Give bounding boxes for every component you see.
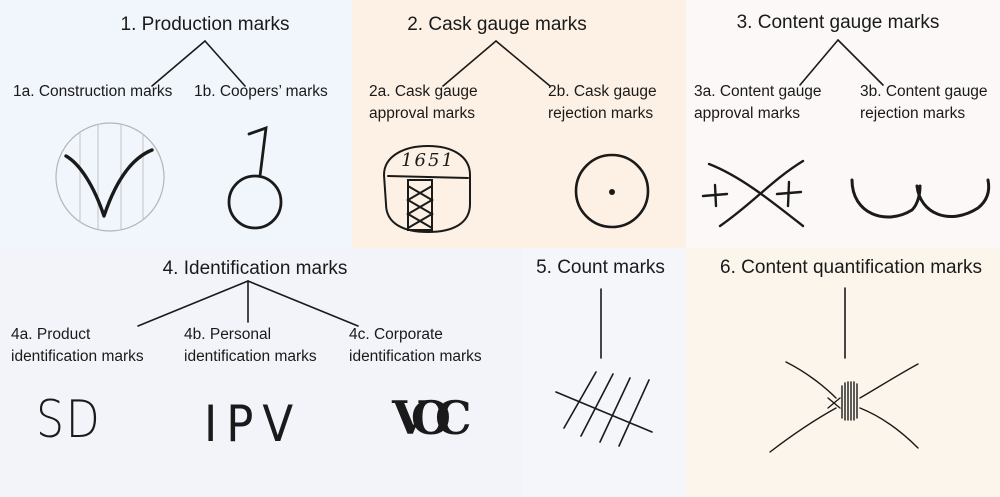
connector-line <box>442 40 497 87</box>
cask-gauge-marks-title: 2. Cask gauge marks <box>407 14 587 35</box>
panel-identification <box>0 248 522 497</box>
production-marks-title: 1. Production marks <box>120 14 290 35</box>
personal-identification-mark: IPV <box>204 395 303 453</box>
content-rejection-mark-icon <box>850 178 991 219</box>
content-gauge-marks-title: 3. Content gauge marks <box>736 12 940 33</box>
connector-line <box>137 280 249 327</box>
connector-line <box>837 39 884 86</box>
connector-line <box>204 40 246 87</box>
content-approval-mark-icon <box>701 159 805 228</box>
cask-approval-stamp-icon <box>382 144 471 234</box>
construction-marks-label: 1a. Construction marks <box>13 83 173 100</box>
connector-line <box>151 40 206 87</box>
connector-line <box>495 40 551 87</box>
product-identification-mark: SD <box>36 390 102 450</box>
panel-content-gauge <box>686 0 1000 248</box>
connector-line <box>799 39 839 86</box>
corporate-identification-mark: VOC <box>392 391 471 445</box>
connector-line <box>247 280 359 327</box>
stamp-year: 1651 <box>401 150 455 171</box>
panel-production <box>0 0 352 248</box>
cask-rejection-label: 2b. Cask gauge rejection marks <box>548 83 657 122</box>
product-identification-label: 4a. Product identification marks <box>11 326 144 365</box>
construction-mark-icon <box>55 122 165 232</box>
coopers-marks-label: 1b. Coopers’ marks <box>194 83 328 100</box>
identification-marks-title: 4. Identification marks <box>162 258 348 279</box>
count-mark-icon <box>555 371 653 447</box>
content-approval-label: 3a. Content gauge approval marks <box>694 83 822 122</box>
coopers-mark-icon <box>227 125 283 230</box>
quantification-mark-icon <box>769 361 919 453</box>
corporate-identification-label: 4c. Corporate identification marks <box>349 326 482 365</box>
cask-approval-label: 2a. Cask gauge approval marks <box>369 83 478 122</box>
cask-rejection-mark-icon <box>574 153 650 229</box>
count-marks-title: 5. Count marks <box>536 257 665 278</box>
personal-identification-label: 4b. Personal identification marks <box>184 326 317 365</box>
content-rejection-label: 3b. Content gauge rejection marks <box>860 83 988 122</box>
panel-count <box>522 248 686 497</box>
panel-content-quantification <box>686 248 1000 497</box>
content-quantification-marks-title: 6. Content quantification marks <box>720 257 982 278</box>
